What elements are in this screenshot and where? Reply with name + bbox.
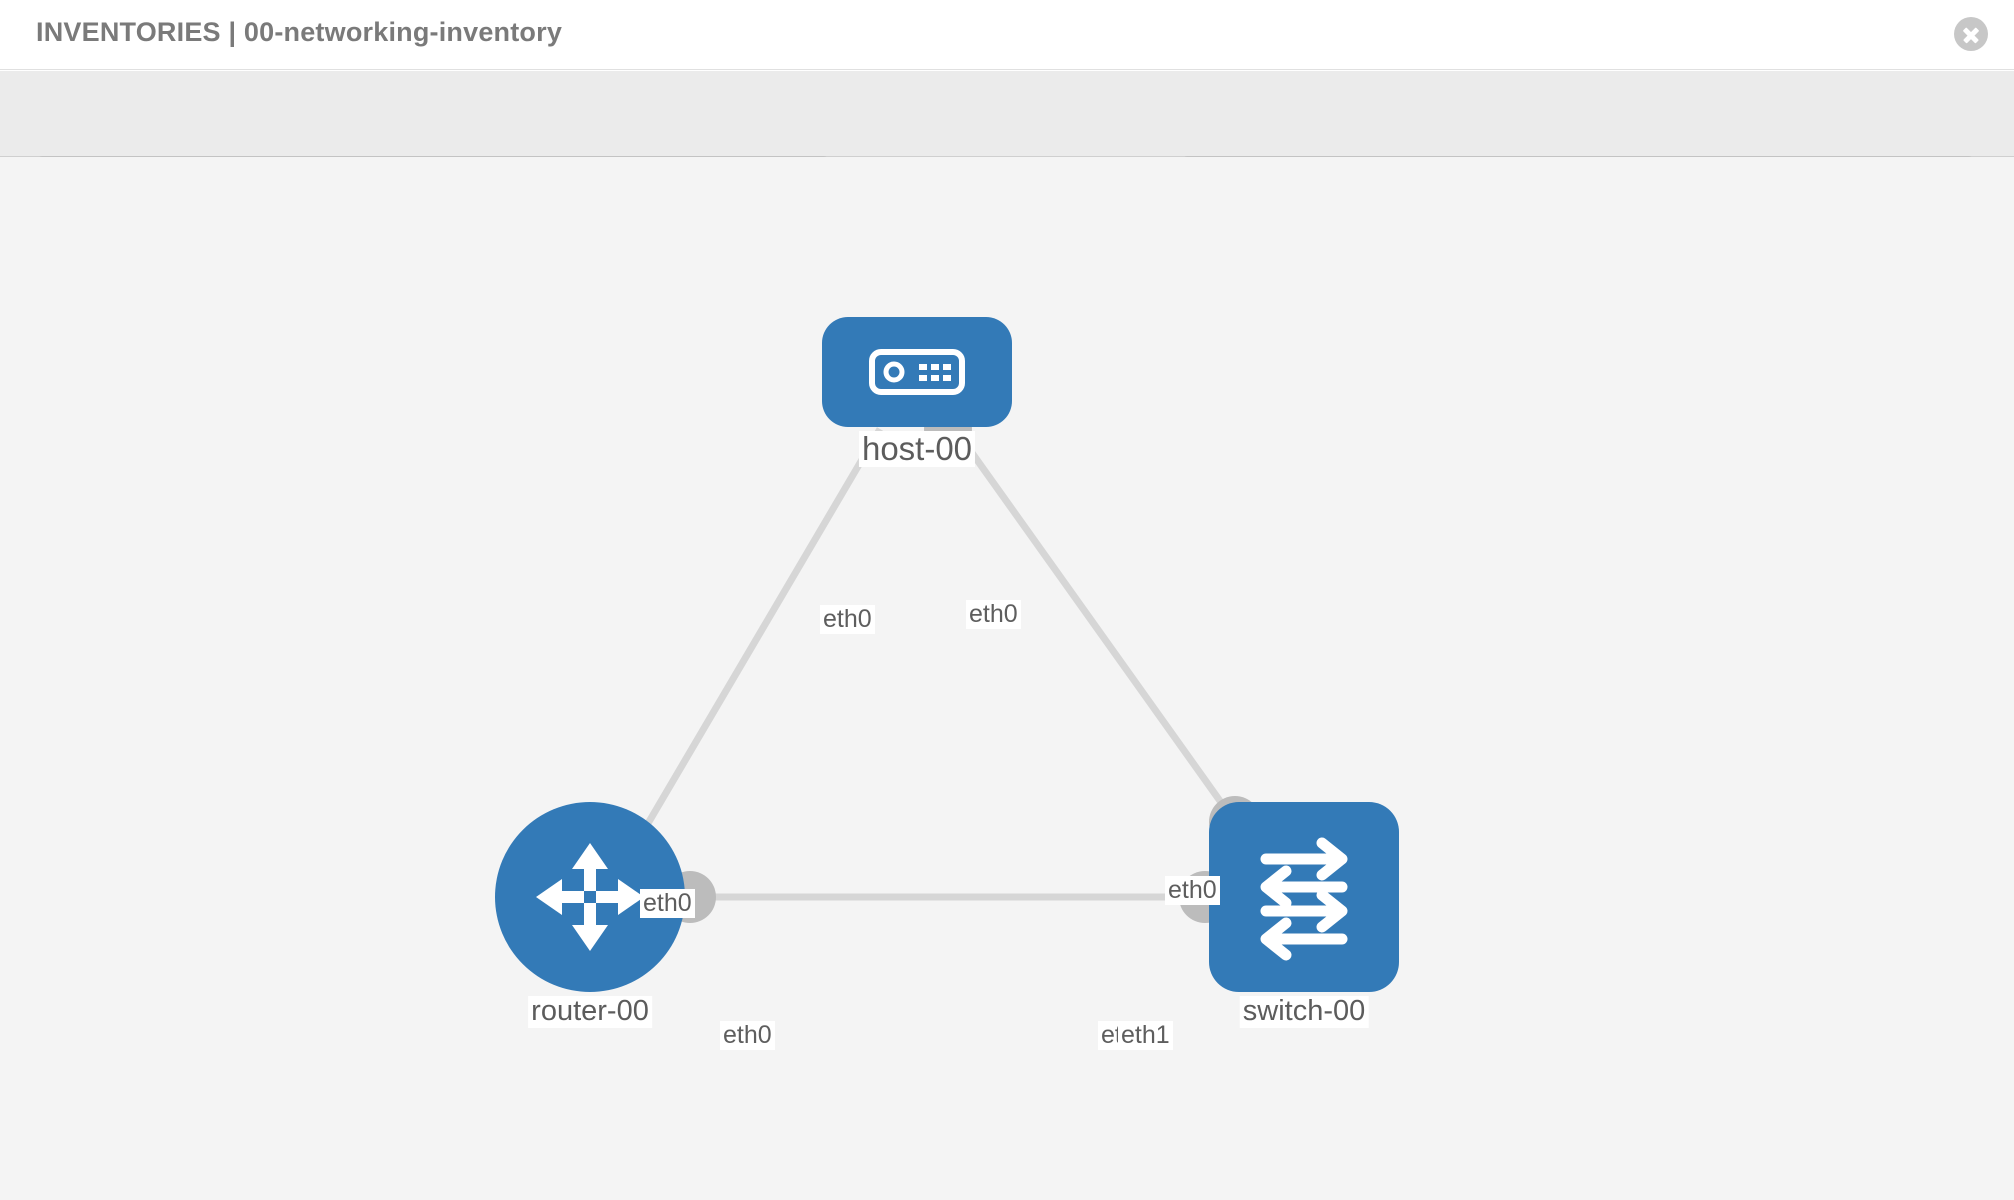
toolbar: ACTIONS SEARCH — [0, 71, 2014, 214]
node-switch-00-shape — [1209, 802, 1399, 992]
node-router-00[interactable]: router-00 — [495, 802, 685, 1028]
server-device-icon — [869, 349, 965, 395]
page-header: INVENTORIES | 00-networking-inventory — [0, 0, 2014, 70]
interface-label-host-left: eth0 — [820, 605, 875, 634]
page-title: INVENTORIES | 00-networking-inventory — [36, 17, 563, 47]
interface-label-router-upper: eth0 — [640, 889, 695, 918]
topology-links — [636, 405, 1261, 923]
interface-label-host-right: eth0 — [966, 600, 1021, 629]
node-host-00-shape — [822, 317, 1012, 427]
interface-label-switch-left-b: eth1 — [1118, 1021, 1173, 1050]
node-host-00[interactable]: host-00 — [822, 317, 1012, 468]
node-switch-00[interactable]: switch-00 — [1209, 802, 1399, 1028]
node-router-00-label: router-00 — [528, 995, 652, 1028]
close-icon[interactable] — [1954, 17, 1988, 51]
node-host-00-label: host-00 — [858, 430, 976, 468]
switch-arrows-icon — [1260, 837, 1348, 961]
router-arrows-icon — [536, 843, 644, 951]
topology-canvas[interactable]: host-00 router-00 — [0, 157, 2014, 1200]
interface-label-switch-upper: eth0 — [1165, 876, 1220, 905]
node-switch-00-label: switch-00 — [1239, 995, 1369, 1028]
interface-label-router-right: eth0 — [720, 1021, 775, 1050]
